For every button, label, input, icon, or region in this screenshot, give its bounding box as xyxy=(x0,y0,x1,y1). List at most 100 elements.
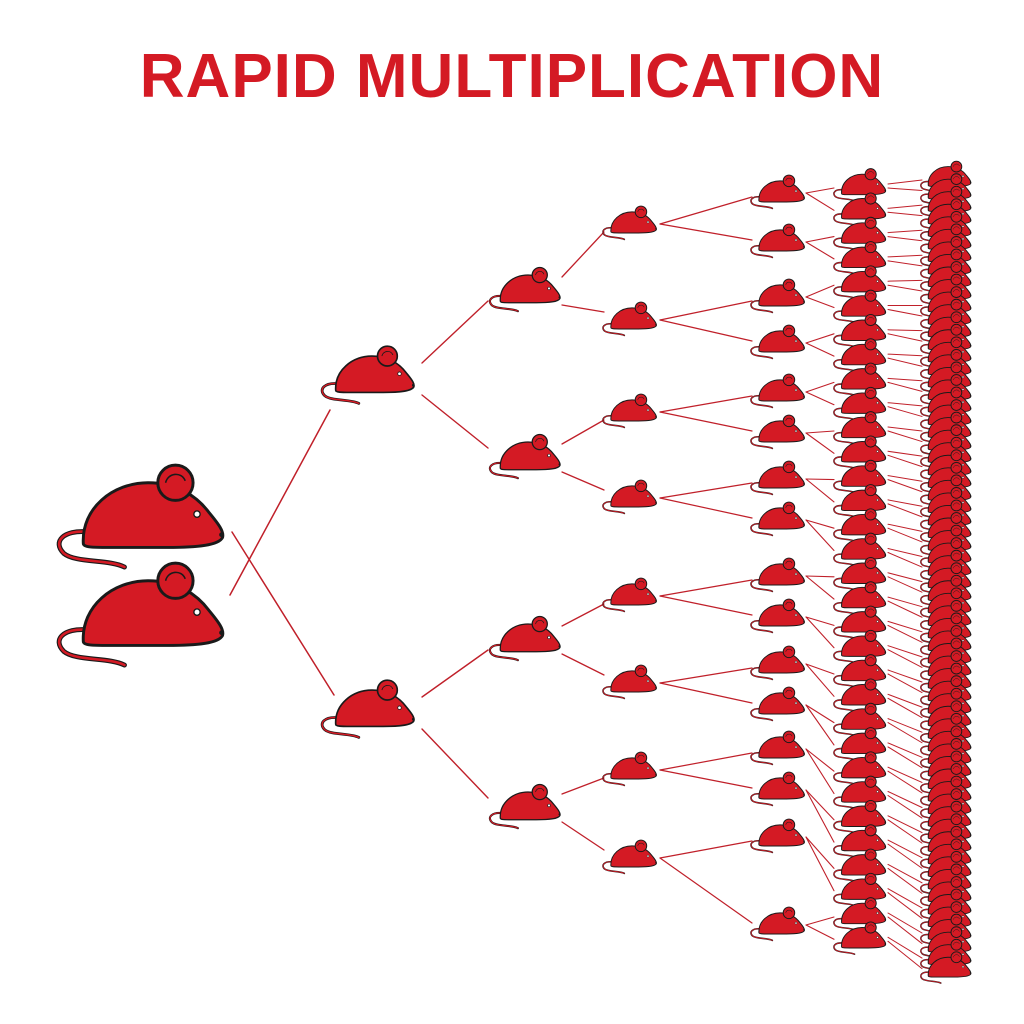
branch-line xyxy=(805,432,835,454)
mouse-icon xyxy=(920,951,972,984)
mouse-icon xyxy=(833,411,887,445)
mouse-icon xyxy=(833,678,887,712)
branch-line xyxy=(231,531,335,696)
branch-line xyxy=(887,912,923,934)
branch-line xyxy=(421,300,489,364)
branch-line xyxy=(805,192,835,211)
mouse-icon xyxy=(488,783,561,830)
mouse-icon xyxy=(56,561,225,668)
branch-line xyxy=(659,300,753,321)
branch-line xyxy=(887,236,923,242)
branch-line xyxy=(887,770,923,794)
branch-line xyxy=(805,704,835,724)
mouse-icon xyxy=(750,771,805,807)
branch-line xyxy=(887,260,923,267)
branch-line xyxy=(887,377,923,382)
branch-line xyxy=(887,620,923,633)
branch-line xyxy=(805,789,835,821)
branch-line xyxy=(887,454,923,468)
branch-line xyxy=(887,863,923,884)
mouse-icon xyxy=(750,373,805,409)
mouse-icon xyxy=(833,629,887,664)
branch-line xyxy=(887,722,923,744)
branch-line xyxy=(659,752,753,771)
branch-line xyxy=(887,936,923,959)
branch-line xyxy=(805,241,835,260)
mouse-icon xyxy=(833,654,887,688)
branch-line xyxy=(561,653,605,676)
branch-line xyxy=(887,572,923,583)
mouse-icon xyxy=(833,824,887,858)
mouse-icon xyxy=(56,463,225,570)
branch-line xyxy=(805,616,835,626)
branch-line xyxy=(887,499,923,507)
mouse-icon xyxy=(750,730,805,766)
branch-line xyxy=(887,552,923,568)
mouse-icon xyxy=(750,460,805,496)
mouse-icon xyxy=(833,435,887,469)
branch-line xyxy=(805,836,835,892)
branch-line xyxy=(887,548,923,557)
page-title: RAPID MULTIPLICATION xyxy=(139,42,885,111)
branch-line xyxy=(887,600,923,618)
branch-line xyxy=(887,279,923,282)
branch-line xyxy=(887,576,923,593)
branch-line xyxy=(805,663,835,697)
branch-line xyxy=(805,519,835,529)
mouse-icon xyxy=(750,223,805,259)
mouse-icon xyxy=(750,645,805,681)
branch-line xyxy=(887,211,923,217)
branch-line xyxy=(887,402,923,407)
mouse-icon xyxy=(833,532,887,567)
mouse-icon xyxy=(833,581,887,615)
branch-line xyxy=(805,391,835,406)
branch-line xyxy=(229,409,331,596)
branch-line xyxy=(805,478,835,503)
mouse-icon xyxy=(488,433,561,480)
branch-line xyxy=(805,296,835,309)
branch-line xyxy=(887,284,923,292)
mouse-icon xyxy=(833,872,887,907)
branch-line xyxy=(805,333,835,344)
mouse-icon xyxy=(833,386,887,421)
branch-line xyxy=(659,223,753,241)
branch-line xyxy=(805,519,835,552)
mouse-icon xyxy=(833,848,887,883)
branch-line xyxy=(659,196,753,225)
branch-line xyxy=(659,411,753,432)
mouse-icon xyxy=(750,686,805,722)
branch-line xyxy=(659,497,753,519)
branch-line xyxy=(887,523,923,532)
branch-line xyxy=(887,746,923,769)
branch-line xyxy=(561,419,605,445)
branch-line xyxy=(805,187,835,194)
branch-line xyxy=(887,329,923,332)
branch-line xyxy=(561,304,605,313)
branch-line xyxy=(659,482,753,499)
branch-line xyxy=(805,748,835,795)
branch-line xyxy=(561,231,605,278)
branch-line xyxy=(887,353,923,357)
branch-line xyxy=(887,669,923,683)
mouse-icon xyxy=(833,289,887,324)
mouse-icon xyxy=(833,484,887,518)
mouse-icon xyxy=(750,818,805,854)
branch-line xyxy=(421,649,489,698)
branch-line xyxy=(887,693,923,708)
mouse-icon xyxy=(488,266,561,313)
branch-line xyxy=(561,777,605,795)
mouse-icon xyxy=(833,192,887,226)
mouse-nodes xyxy=(56,160,972,984)
branch-line xyxy=(887,254,923,258)
branch-line xyxy=(887,819,923,844)
branch-line xyxy=(561,471,605,491)
branch-line xyxy=(887,940,923,970)
mouse-icon xyxy=(602,577,657,613)
mouse-icon xyxy=(833,605,887,640)
branch-line xyxy=(887,527,923,543)
branch-line xyxy=(887,742,923,758)
mouse-icon xyxy=(750,501,805,537)
branch-line xyxy=(805,236,835,243)
mouse-icon xyxy=(602,751,657,787)
branch-line xyxy=(805,916,835,926)
